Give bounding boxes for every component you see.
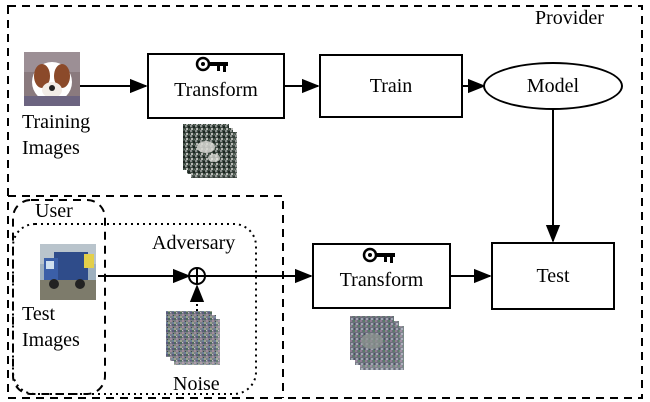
noise-caption: Noise [173, 373, 220, 395]
user-region-top-edge [8, 195, 284, 398]
transform-label-bottom: Transform [339, 269, 424, 291]
training-images-caption-line2: Images [22, 137, 80, 159]
train-box: Train [319, 54, 463, 118]
training-image [24, 52, 80, 106]
user-inner-region [12, 199, 106, 395]
user-label: User [35, 200, 73, 222]
test-images-caption-line1: Test [22, 303, 56, 325]
transformed-image-bottom [350, 316, 404, 370]
key-icon [362, 247, 395, 263]
provider-region [7, 5, 643, 399]
test-label: Test [536, 264, 570, 287]
train-label: Train [369, 74, 413, 97]
test-image [40, 244, 96, 300]
key-icon [195, 56, 228, 72]
transform-label-top: Transform [174, 79, 258, 101]
adversary-region [12, 223, 257, 395]
circled-plus-icon [188, 267, 206, 285]
model-label: Model [526, 74, 580, 97]
transformed-image-top [183, 124, 237, 178]
adversary-label: Adversary [152, 232, 236, 254]
test-box: Test [491, 242, 615, 310]
test-images-caption-line2: Images [22, 329, 80, 351]
training-images-caption-line1: Training [22, 111, 91, 133]
provider-label: Provider [535, 7, 604, 29]
model-node: Model [483, 62, 623, 110]
noise-image [166, 311, 220, 365]
